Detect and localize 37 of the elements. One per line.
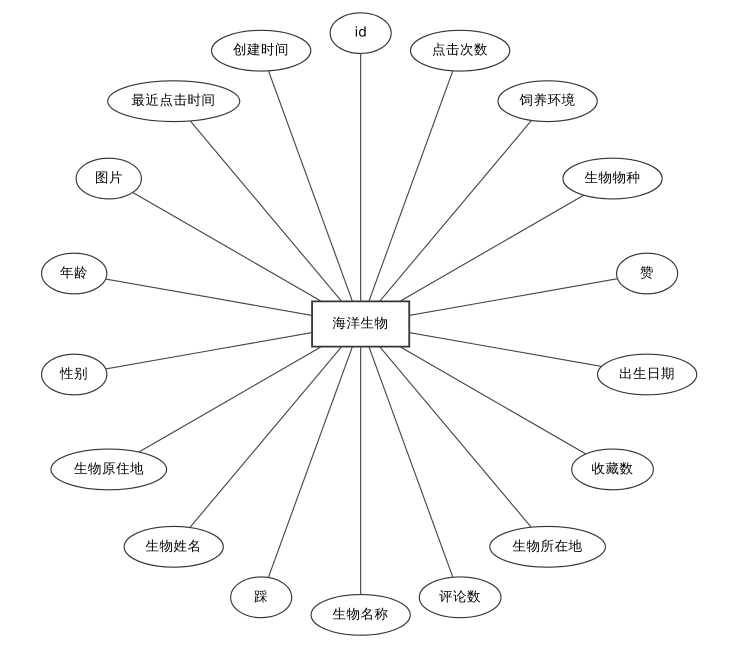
node-ellipse: 出生日期 [596, 354, 697, 396]
node-ellipse: 评论数 [418, 576, 502, 618]
node-ellipse: 年龄 [40, 252, 107, 294]
connector [105, 332, 312, 370]
connector [360, 346, 361, 594]
node-ellipse: 饲养环境 [496, 80, 598, 122]
node-ellipse: 生物所在地 [488, 526, 606, 568]
connector [379, 120, 532, 302]
node-ellipse: 生物姓名 [123, 526, 224, 568]
node-ellipse: 赞 [616, 252, 678, 294]
connector [368, 346, 453, 578]
node-ellipse: id [329, 12, 392, 54]
node-ellipse: 生物名称 [310, 594, 410, 636]
connector [399, 194, 584, 302]
node-box: 海洋生物 [310, 300, 410, 348]
connector [408, 278, 618, 316]
node-ellipse: 踩 [230, 576, 292, 618]
connector [379, 346, 532, 528]
connector [360, 54, 361, 302]
connector [132, 192, 322, 302]
connector [190, 120, 342, 302]
connector [408, 332, 602, 368]
connector [399, 346, 586, 454]
node-ellipse: 图片 [75, 158, 142, 200]
node-ellipse: 生物物种 [562, 158, 662, 200]
node-ellipse: 最近点击时间 [106, 80, 240, 122]
node-ellipse: 点击次数 [409, 30, 510, 72]
node-ellipse: 生物原住地 [50, 448, 167, 490]
connector [267, 346, 352, 578]
connector [189, 346, 342, 528]
node-ellipse: 创建时间 [210, 30, 311, 72]
connector [138, 346, 322, 452]
node-ellipse: 收藏数 [570, 448, 654, 490]
connector [268, 70, 352, 302]
connector [105, 278, 312, 316]
node-ellipse: 性别 [40, 354, 107, 396]
connector [368, 70, 453, 302]
